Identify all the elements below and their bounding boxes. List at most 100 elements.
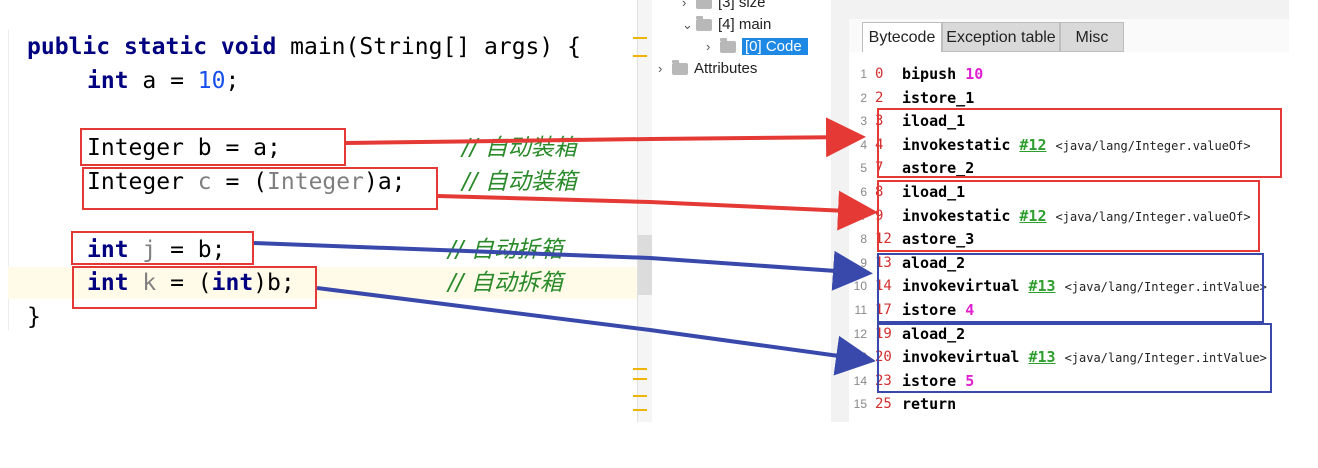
- folder-icon: [696, 0, 712, 10]
- chevron-right-icon[interactable]: ›: [706, 39, 711, 54]
- bytecode-offset: 9: [875, 207, 884, 224]
- bytecode-instruction: return: [902, 392, 956, 416]
- keyword: public: [27, 34, 111, 60]
- opcode: bipush: [902, 65, 957, 83]
- bytecode-instruction: invokestatic #12 <java/lang/Integer.valu…: [902, 204, 1251, 229]
- arrow-c-to-bytecode: [437, 190, 878, 231]
- scrollbar-thumb[interactable]: [638, 235, 652, 295]
- code-line-2[interactable]: int a = 10;: [87, 66, 239, 96]
- chevron-down-icon[interactable]: ⌄: [682, 17, 693, 32]
- class-structure-tree[interactable]: › [3] size ⌄ [4] main ›[0] Code ›Attribute…: [652, 0, 830, 100]
- code-text: ;: [225, 68, 240, 94]
- constant-pool-link[interactable]: #13: [1028, 348, 1056, 367]
- constant-pool-link[interactable]: #12: [1019, 135, 1047, 154]
- bytecode-offset: 4: [875, 136, 884, 153]
- comment-autoboxing: // 自动装箱: [462, 169, 577, 195]
- chevron-right-icon[interactable]: ›: [682, 0, 687, 10]
- bytecode-offset: 2: [875, 89, 884, 106]
- tree-item-label: [4] main: [718, 16, 772, 33]
- arrow-k-to-bytecode: [316, 286, 876, 376]
- unused-variable: c: [197, 169, 212, 195]
- bytecode-offset: 17: [875, 302, 892, 318]
- code-text: main(String[] args) {: [276, 34, 581, 60]
- folder-icon: [720, 38, 736, 54]
- code-line-7[interactable]: }: [27, 302, 41, 332]
- tab-bytecode[interactable]: Bytecode: [862, 22, 942, 52]
- code-line-4[interactable]: Integer c = (Integer)a;: [87, 167, 406, 197]
- bytecode-offset: 12: [875, 231, 892, 248]
- code-text: = (: [156, 270, 212, 296]
- bytecode-offset: 0: [875, 66, 884, 82]
- tree-item-size[interactable]: › [3] size: [682, 0, 766, 14]
- tab-exception-table[interactable]: Exception table: [942, 22, 1060, 52]
- tree-item-code[interactable]: ›[0] Code: [706, 36, 808, 58]
- bytecode-comment: <java/lang/Integer.intValue>: [1064, 351, 1267, 366]
- opcode: istore_1: [902, 88, 975, 107]
- tree-item-main[interactable]: ⌄ [4] main: [682, 14, 771, 36]
- code-line-3[interactable]: Integer b = a;: [87, 133, 281, 163]
- code-text: = (: [211, 169, 268, 195]
- highlight-box-line-b: [80, 128, 346, 166]
- code-line-6[interactable]: int k = (int)b;: [87, 268, 295, 298]
- tree-item-attributes[interactable]: ›Attributes: [658, 58, 757, 80]
- constant-pool-link[interactable]: #12: [1019, 206, 1047, 225]
- folder-icon: [672, 60, 688, 76]
- scroll-marker: [633, 55, 647, 57]
- bytecode-comment: <java/lang/Integer.intValue>: [1064, 280, 1267, 295]
- redundant-cast: Integer: [267, 169, 364, 195]
- chevron-right-icon[interactable]: ›: [658, 61, 663, 76]
- code-text: a =: [128, 68, 198, 94]
- keyword: int: [87, 237, 129, 263]
- operand-number: 5: [965, 371, 975, 390]
- bytecode-offset: 7: [875, 160, 884, 177]
- bytecode-offset: 25: [875, 396, 892, 413]
- scroll-marker: [633, 409, 647, 411]
- bytecode-line-number: 11: [854, 303, 867, 317]
- code-editor[interactable]: public static void main(String[] args) {…: [0, 0, 640, 468]
- opcode: invokevirtual: [902, 348, 1020, 367]
- constant-pool-link[interactable]: #13: [1028, 277, 1056, 296]
- opcode: aload_2: [902, 324, 966, 343]
- bytecode-line-number: 14: [853, 373, 867, 388]
- bytecode-instruction: astore_2: [902, 156, 974, 180]
- bytecode-instruction: astore_3: [902, 227, 974, 251]
- highlight-box-line-c: [82, 167, 438, 210]
- highlight-box-bytecode-b: [877, 108, 1282, 178]
- scroll-marker: [633, 378, 647, 380]
- bytecode-offset: 8: [875, 184, 884, 200]
- tree-item-label: [3] size: [718, 0, 766, 11]
- editor-scrollbar[interactable]: [637, 0, 652, 422]
- bytecode-instruction: aload_2: [902, 251, 965, 275]
- opcode: invokestatic: [902, 206, 1011, 225]
- bytecode-comment: <java/lang/Integer.valueOf>: [1055, 209, 1251, 224]
- opcode: invokestatic: [902, 135, 1011, 154]
- tab-misc[interactable]: Misc: [1060, 22, 1124, 52]
- bytecode-offset: 14: [875, 278, 892, 295]
- bytecode-instruction: istore_1: [902, 86, 974, 110]
- bytecode-instruction: istore 5: [902, 369, 974, 393]
- bytecode-line-number: 1: [860, 67, 867, 81]
- bytecode-offset: 3: [875, 113, 884, 130]
- highlight-box-bytecode-k: [877, 323, 1272, 393]
- bytecode-offset: 19: [875, 325, 892, 342]
- current-line-highlight: [8, 267, 640, 299]
- code-text: Integer: [87, 169, 198, 195]
- code-line-1[interactable]: public static void main(String[] args) {: [27, 32, 581, 62]
- code-line-5[interactable]: int j = b;: [87, 235, 226, 265]
- keyword: void: [220, 34, 277, 60]
- code-text: }: [27, 304, 41, 330]
- bytecode-offset: 20: [875, 349, 892, 366]
